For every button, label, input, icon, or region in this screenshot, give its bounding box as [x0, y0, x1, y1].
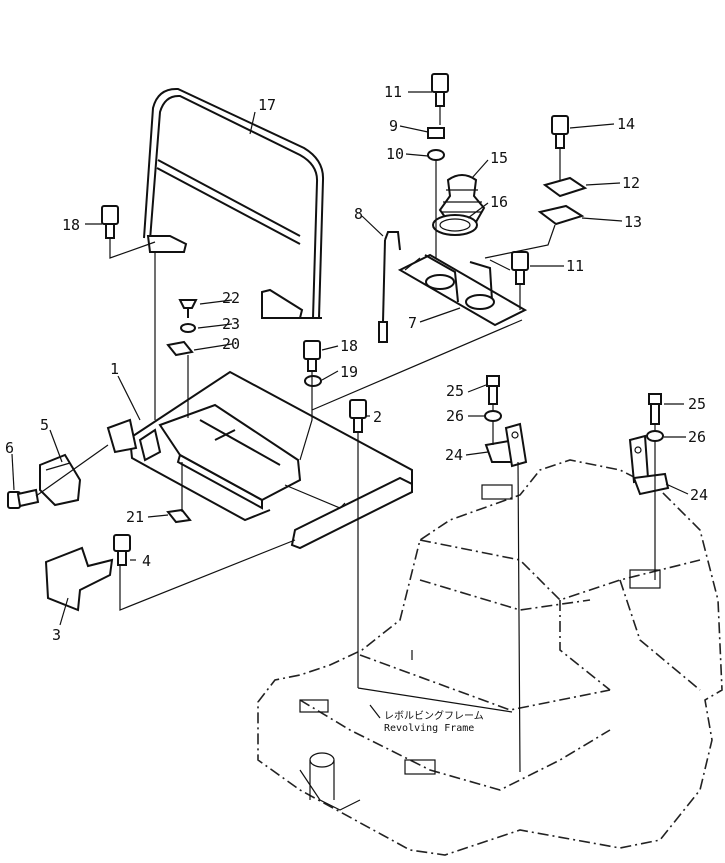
bolt-25b [648, 393, 662, 425]
callout-5: 5 [40, 416, 49, 434]
callout-3: 3 [52, 626, 61, 644]
revolving-frame [257, 459, 723, 856]
callout-6: 6 [5, 439, 14, 457]
callout-17: 17 [258, 96, 276, 114]
callout-22: 22 [222, 289, 240, 307]
washer-23 [180, 323, 196, 333]
plate-9 [427, 127, 445, 139]
callout-15: 15 [490, 149, 508, 167]
bolt-14 [551, 115, 569, 149]
handrail [143, 87, 325, 319]
callout-24-right: 24 [690, 486, 708, 504]
plate-20 [166, 340, 194, 357]
washer-26b [646, 430, 664, 442]
callout-21: 21 [126, 508, 144, 526]
callout-1: 1 [110, 360, 119, 378]
bolt-18-mid [303, 340, 321, 372]
callout-12: 12 [622, 174, 640, 192]
guide-lines [35, 106, 656, 773]
leader-lines [11, 91, 689, 719]
bolt-25a [486, 375, 500, 405]
cover-plate [106, 370, 413, 550]
wire-8 [378, 231, 401, 343]
plate-12 [542, 176, 588, 198]
frame-label-en: Revolving Frame [384, 723, 474, 734]
callout-numbers: 1 2 3 4 5 6 7 8 9 10 11 11 12 13 14 15 1… [5, 83, 708, 644]
callout-7: 7 [408, 314, 417, 332]
bolt-11-right [511, 251, 529, 285]
washer-19 [304, 375, 322, 387]
callout-11-top: 11 [384, 83, 402, 101]
callout-8: 8 [354, 205, 363, 223]
callout-18-left: 18 [62, 216, 80, 234]
callout-2: 2 [373, 408, 382, 426]
bracket-5 [39, 453, 82, 507]
callout-20: 20 [222, 335, 240, 353]
plate-3 [44, 546, 114, 612]
plate-13 [537, 204, 585, 226]
callout-26-right: 26 [688, 428, 706, 446]
bolt-6 [7, 488, 40, 509]
callout-4: 4 [142, 552, 151, 570]
washer-26a [484, 410, 502, 422]
bolt-18-left [101, 205, 119, 239]
washer-10 [427, 149, 445, 161]
plate-21 [166, 508, 192, 524]
callout-25-left: 25 [446, 382, 464, 400]
frame-label: レボルビングフレーム Revolving Frame [384, 709, 484, 734]
callout-26-left: 26 [446, 407, 464, 425]
callout-10: 10 [386, 145, 404, 163]
bracket-24b [628, 434, 670, 496]
ring-16 [432, 214, 478, 236]
bracket-24a [484, 422, 528, 468]
frame-label-jp: レボルビングフレーム [384, 709, 484, 722]
callout-25-right: 25 [688, 395, 706, 413]
callout-13: 13 [624, 213, 642, 231]
callout-11-right: 11 [566, 257, 584, 275]
clip-22 [178, 299, 198, 318]
callout-18-mid: 18 [340, 337, 358, 355]
callout-16: 16 [490, 193, 508, 211]
bolt-11-top [431, 73, 449, 107]
bolt-4 [113, 534, 131, 566]
callout-14: 14 [617, 115, 635, 133]
bolt-2 [349, 399, 367, 433]
callout-9: 9 [389, 117, 398, 135]
lever-bracket [397, 253, 528, 327]
callout-23: 23 [222, 315, 240, 333]
callout-24-left: 24 [445, 446, 463, 464]
callout-19: 19 [340, 363, 358, 381]
